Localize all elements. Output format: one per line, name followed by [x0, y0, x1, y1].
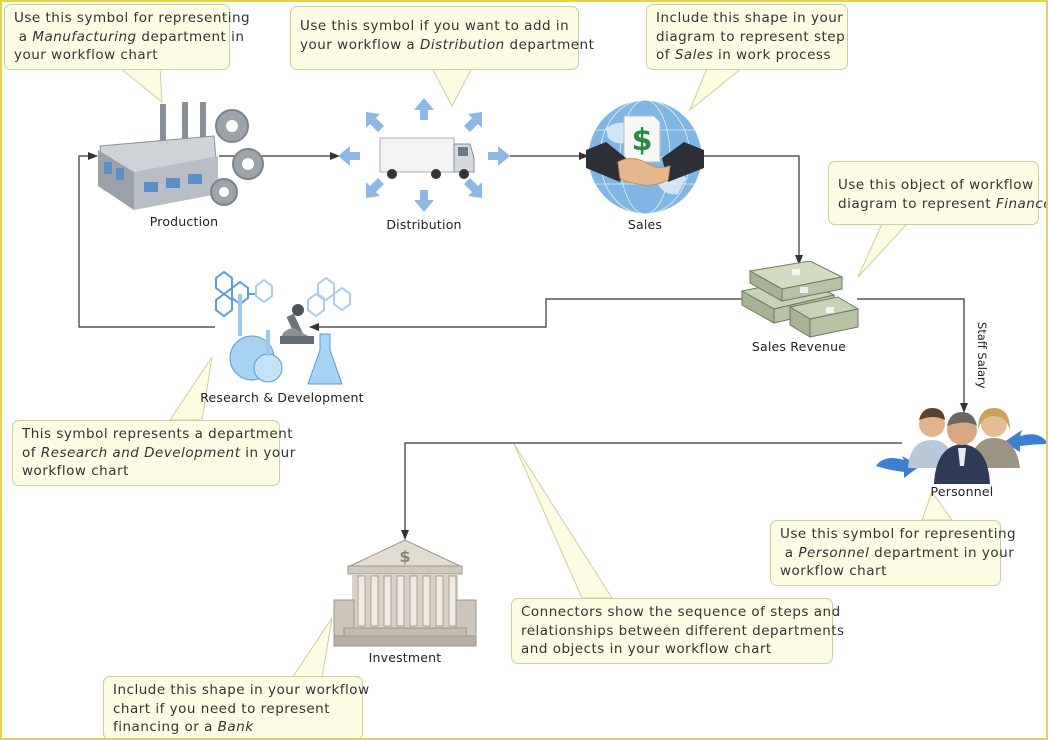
callout-finance: Use this object of workflow diagram to r… [828, 161, 1048, 225]
callout-text-line: your workflow chart [14, 47, 159, 63]
callout-text-line: workflow chart [22, 463, 129, 479]
callout-production: Use this symbol for representing a Manuf… [4, 4, 251, 70]
sales-label: Sales [627, 217, 663, 232]
connectors [78, 152, 968, 540]
callout-text-line: financing or a Bank [113, 719, 254, 735]
lab-equipment-icon[interactable] [208, 266, 358, 390]
handshake-globe-icon[interactable]: $ [586, 98, 704, 216]
callout-text-line: Include this shape in your workflow [113, 682, 370, 698]
callout-text-line: workflow chart [780, 563, 887, 579]
callout-text-line: chart if you need to represent [113, 700, 331, 717]
callout-text-line: This symbol represents a department [22, 426, 294, 442]
callout-text-line: Use this object of workflow [838, 177, 1034, 193]
svg-text:$: $ [632, 123, 653, 158]
callout-text-line: and objects in your workflow chart [521, 641, 772, 657]
callout-text-line: diagram to represent step [656, 28, 846, 45]
production-label: Production [149, 214, 219, 229]
people-icon[interactable] [874, 404, 1048, 488]
callout-text-line: Connectors show the sequence of steps an… [521, 604, 841, 620]
callout-text-line: Use this symbol for representing [780, 526, 1017, 542]
callout-investment: Include this shape in your workflow char… [103, 676, 370, 738]
connector-research-production[interactable] [78, 152, 215, 328]
connector-revenue-personnel[interactable] [857, 298, 968, 413]
bank-icon[interactable]: $ [330, 538, 480, 650]
callout-text-line: of Sales in work process [656, 47, 831, 63]
connector-revenue-research[interactable] [309, 298, 744, 331]
distribution-label: Distribution [386, 217, 462, 232]
factory-icon[interactable] [94, 98, 272, 212]
staff-salary-label: Staff Salary [975, 322, 989, 389]
svg-text:$: $ [399, 547, 410, 566]
callout-sales: Include this shape in your diagram to re… [646, 4, 848, 70]
callout-text-line: a Personnel department in your [784, 544, 1015, 561]
callout-text-line: relationships between different departme… [521, 622, 845, 639]
callout-text-line: of Research and Development in your [22, 444, 296, 461]
callout-text-line: diagram to represent Finance [838, 195, 1048, 212]
sales-revenue-label: Sales Revenue [751, 339, 847, 354]
personnel-label: Personnel [930, 484, 994, 499]
callout-research: This symbol represents a department of R… [12, 420, 296, 486]
callout-tails [118, 67, 953, 679]
callout-text-line: Include this shape in your [656, 10, 844, 26]
connector-personnel-investment[interactable] [401, 442, 902, 540]
money-stack-icon[interactable] [740, 261, 860, 339]
callout-text-line: a Manufacturing department in [18, 28, 245, 45]
callout-text-line: Use this symbol if you want to add in [300, 18, 570, 34]
investment-label: Investment [368, 650, 442, 665]
callout-connectors: Connectors show the sequence of steps an… [511, 598, 845, 664]
callout-text-line: your workflow a Distribution department [300, 36, 595, 53]
truck-icon[interactable] [338, 98, 510, 216]
connector-sales-revenue[interactable] [703, 155, 803, 265]
callout-distribution: Use this symbol if you want to add in yo… [290, 6, 595, 70]
callout-text-line: Use this symbol for representing [14, 10, 251, 26]
callout-personnel: Use this symbol for representing a Perso… [770, 520, 1017, 586]
research-label: Research & Development [200, 390, 364, 405]
